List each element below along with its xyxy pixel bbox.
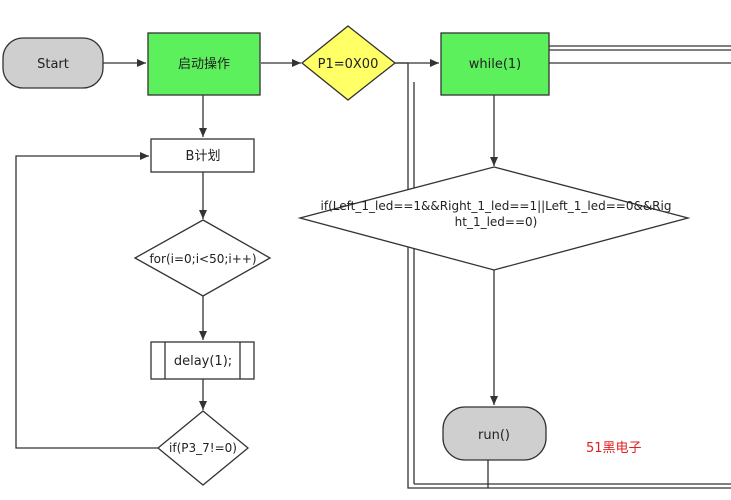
node-start[interactable]: Start bbox=[2, 37, 104, 89]
start-shape bbox=[2, 37, 104, 89]
delay-label: delay(1); bbox=[174, 354, 232, 369]
p1-shape bbox=[300, 25, 397, 101]
run-label: run() bbox=[478, 428, 510, 443]
condition-shape bbox=[297, 166, 691, 271]
init-shape bbox=[147, 32, 261, 96]
for-label: for(i=0;i<50;i++) bbox=[149, 252, 256, 266]
connectors bbox=[15, 45, 731, 489]
ifp3-shape bbox=[156, 410, 250, 486]
run-shape bbox=[442, 406, 547, 461]
edge-p1-return bbox=[395, 62, 731, 489]
node-for[interactable]: for(i=0;i<50;i++) bbox=[133, 219, 272, 297]
edge-ifp3-loop-back bbox=[15, 152, 158, 449]
init-label: 启动操作 bbox=[178, 56, 230, 72]
start-label: Start bbox=[37, 57, 69, 72]
planb-label: B计划 bbox=[186, 149, 221, 164]
node-p1[interactable]: P1=0X00 bbox=[300, 25, 397, 101]
node-ifp3[interactable]: if(P3_7!=0) bbox=[156, 410, 250, 486]
node-run[interactable]: run() bbox=[442, 406, 547, 461]
delay-shape bbox=[150, 341, 255, 380]
ifp3-label: if(P3_7!=0) bbox=[169, 441, 237, 455]
condition-label-line1: if(Left_1_led==1&&Right_1_led==1||Left_1… bbox=[321, 199, 672, 213]
node-while[interactable]: while(1) bbox=[440, 32, 550, 96]
condition-label-line2: ht_1_led==0) bbox=[455, 215, 538, 229]
p1-label: P1=0X00 bbox=[318, 57, 379, 72]
node-init[interactable]: 启动操作 bbox=[147, 32, 261, 96]
node-delay[interactable]: delay(1); bbox=[150, 341, 255, 380]
while-shape bbox=[440, 32, 550, 96]
for-shape bbox=[133, 219, 272, 297]
while-label: while(1) bbox=[469, 57, 522, 72]
watermark-text: 51黑电子 bbox=[586, 441, 642, 456]
node-condition[interactable]: if(Left_1_led==1&&Right_1_led==1||Left_1… bbox=[297, 166, 691, 271]
planb-shape bbox=[150, 138, 255, 173]
node-planb[interactable]: B计划 bbox=[150, 138, 255, 173]
